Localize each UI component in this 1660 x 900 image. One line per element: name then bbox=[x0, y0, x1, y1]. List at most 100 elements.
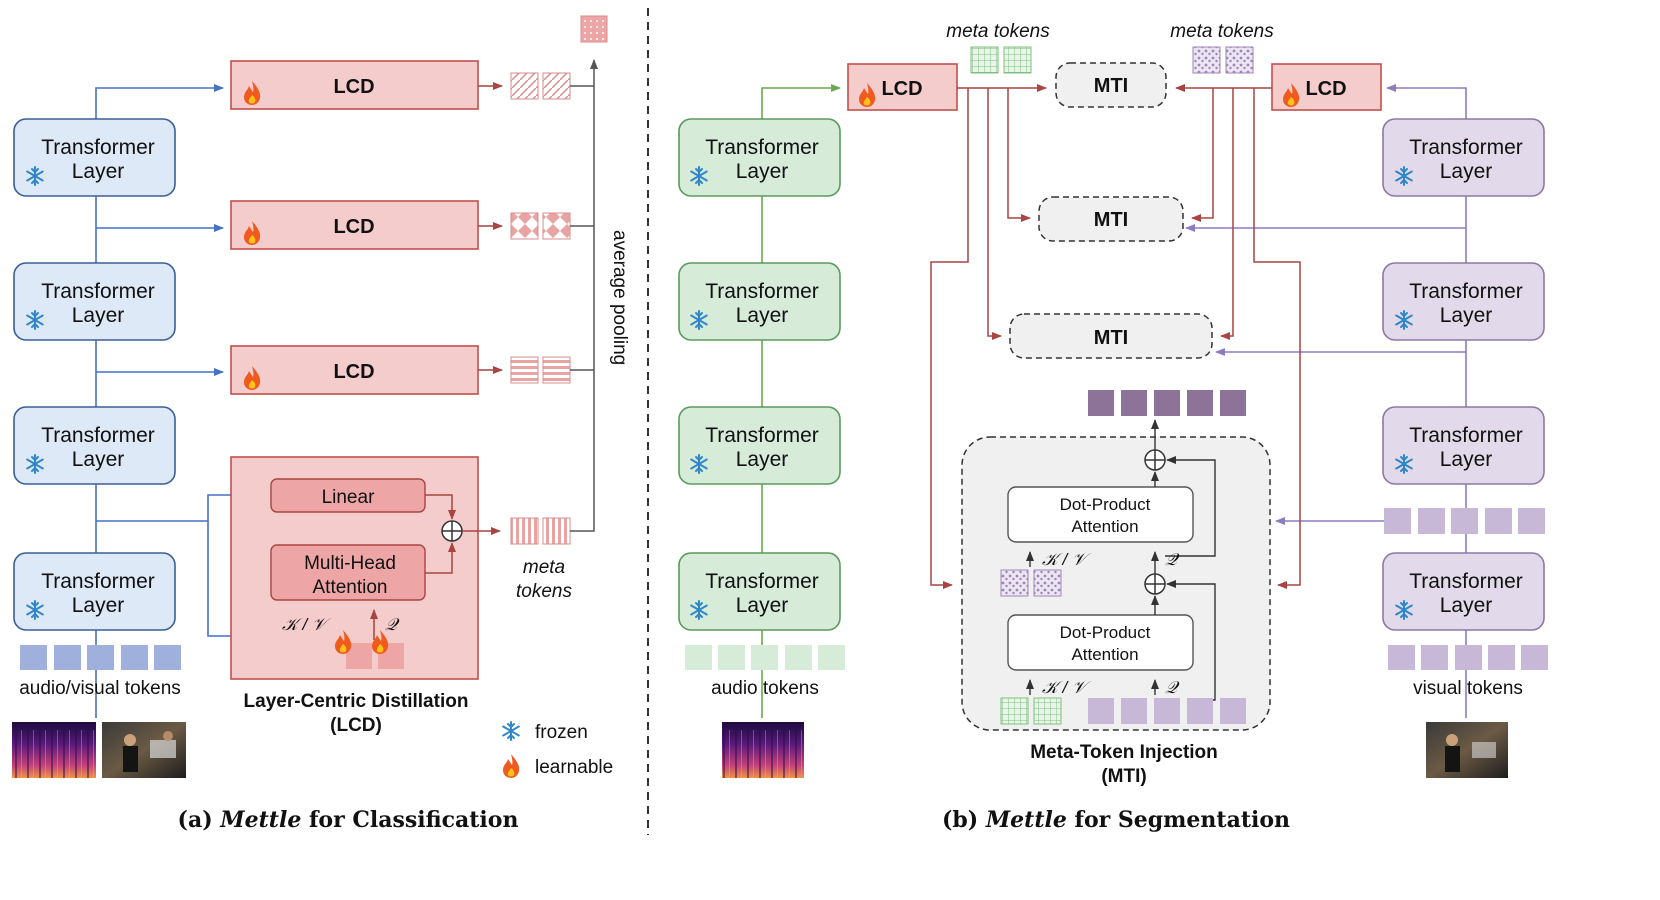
q-label-lower: 𝒬 bbox=[1165, 678, 1180, 697]
visual-tokens-label: visual tokens bbox=[1413, 678, 1523, 699]
legend-learnable-label: learnable bbox=[535, 757, 613, 778]
average-pooling-label: average pooling bbox=[609, 230, 630, 365]
q-label-left: 𝒬 bbox=[385, 615, 400, 634]
meta-tokens-label-audio: meta tokens bbox=[946, 21, 1050, 42]
kv-label-lower: 𝒦 / 𝒱 bbox=[1042, 678, 1092, 697]
spectrogram-image bbox=[12, 722, 96, 778]
dot-product-label-lower-1: Dot-Product bbox=[1060, 623, 1151, 642]
caption-classification: (a) Mettle for Classification bbox=[178, 807, 519, 833]
dot-product-label-upper-2: Attention bbox=[1071, 517, 1138, 536]
spectrogram-image bbox=[722, 722, 804, 778]
lcd-box-2: LCD bbox=[230, 200, 479, 250]
lcd-box-2-label: LCD bbox=[333, 216, 374, 238]
lcd-box-3: LCD bbox=[230, 345, 479, 395]
lcd-box-1-label: LCD bbox=[333, 76, 374, 98]
left-tokens-label: audio/visual tokens bbox=[19, 678, 181, 699]
lcd-output-arrows bbox=[478, 82, 503, 374]
caption-segmentation: (b) Mettle for Segmentation bbox=[942, 807, 1290, 833]
mti-visual-input-tokens bbox=[1088, 698, 1246, 724]
legend-frozen-label: frozen bbox=[535, 722, 588, 743]
mha-label-line2: Attention bbox=[313, 577, 388, 598]
mti-box-2: MTI bbox=[1038, 196, 1184, 242]
dot-product-label-upper-1: Dot-Product bbox=[1060, 495, 1151, 514]
kv-label-upper: 𝒦 / 𝒱 bbox=[1042, 550, 1092, 569]
mti-box-1-label: MTI bbox=[1094, 75, 1128, 97]
lcd-box-1: LCD bbox=[230, 60, 479, 110]
left-input-tokens bbox=[20, 645, 181, 670]
pooling-lines bbox=[570, 59, 598, 532]
lcd-detail-box: Linear Multi-Head Attention 𝒦 / 𝒱 𝒬 bbox=[230, 456, 501, 680]
meta-tokens-label-left-2: tokens bbox=[516, 581, 572, 602]
visual-meta-tokens bbox=[1192, 46, 1254, 74]
audio-lcd-box: LCD bbox=[847, 63, 958, 111]
dot-product-attention-lower bbox=[1007, 614, 1194, 671]
meta-tokens-label-visual: meta tokens bbox=[1170, 21, 1274, 42]
meta-token-distribution-lines bbox=[930, 84, 1301, 589]
meta-tokens-row-4 bbox=[510, 517, 571, 545]
mti-abbrev: (MTI) bbox=[1101, 766, 1146, 787]
mti-box-1: MTI bbox=[1055, 62, 1167, 108]
mti-output-tokens bbox=[1088, 390, 1246, 416]
dot-product-label-lower-2: Attention bbox=[1071, 645, 1138, 664]
mha-label-line1: Multi-Head bbox=[304, 553, 396, 574]
meta-tokens-row-1 bbox=[510, 72, 571, 100]
visual-lcd-label: LCD bbox=[1305, 78, 1346, 100]
lcd-abbrev: (LCD) bbox=[330, 715, 382, 736]
video-frame-image bbox=[102, 722, 186, 778]
video-frame-image bbox=[1426, 722, 1508, 778]
pooled-token bbox=[580, 15, 608, 43]
mti-detail-box: Dot-Product Attention Dot-Product Attent… bbox=[961, 419, 1271, 731]
linear-label: Linear bbox=[322, 487, 375, 508]
audio-meta-tokens bbox=[970, 46, 1032, 74]
mti-box-3: MTI bbox=[1009, 313, 1213, 359]
mti-title: Meta-Token Injection bbox=[1030, 742, 1218, 763]
mti-box-2-label: MTI bbox=[1094, 209, 1128, 231]
visual-mid-tokens bbox=[1384, 508, 1545, 534]
audio-backbone-lines bbox=[761, 84, 841, 718]
lcd-title: Layer-Centric Distillation bbox=[244, 691, 469, 712]
mti-box-3-label: MTI bbox=[1094, 327, 1128, 349]
meta-tokens-row-2 bbox=[510, 212, 571, 240]
meta-tokens-row-3 bbox=[510, 356, 571, 384]
audio-lcd-label: LCD bbox=[881, 78, 922, 100]
mti-audio-meta-tokens bbox=[1000, 697, 1062, 725]
lcd-box-3-label: LCD bbox=[333, 361, 374, 383]
audio-input-tokens bbox=[685, 645, 845, 670]
audio-tokens-label: audio tokens bbox=[711, 678, 819, 699]
snowflake-icon bbox=[502, 721, 520, 741]
kv-label-left: 𝒦 / 𝒱 bbox=[282, 615, 332, 634]
visual-lcd-box: LCD bbox=[1271, 63, 1382, 111]
mti-visual-meta-tokens bbox=[1000, 569, 1062, 597]
meta-tokens-label-left-1: meta bbox=[523, 557, 565, 578]
dot-product-attention-upper bbox=[1007, 486, 1194, 543]
flame-icon bbox=[503, 754, 520, 778]
left-backbone-lines bbox=[95, 84, 316, 718]
